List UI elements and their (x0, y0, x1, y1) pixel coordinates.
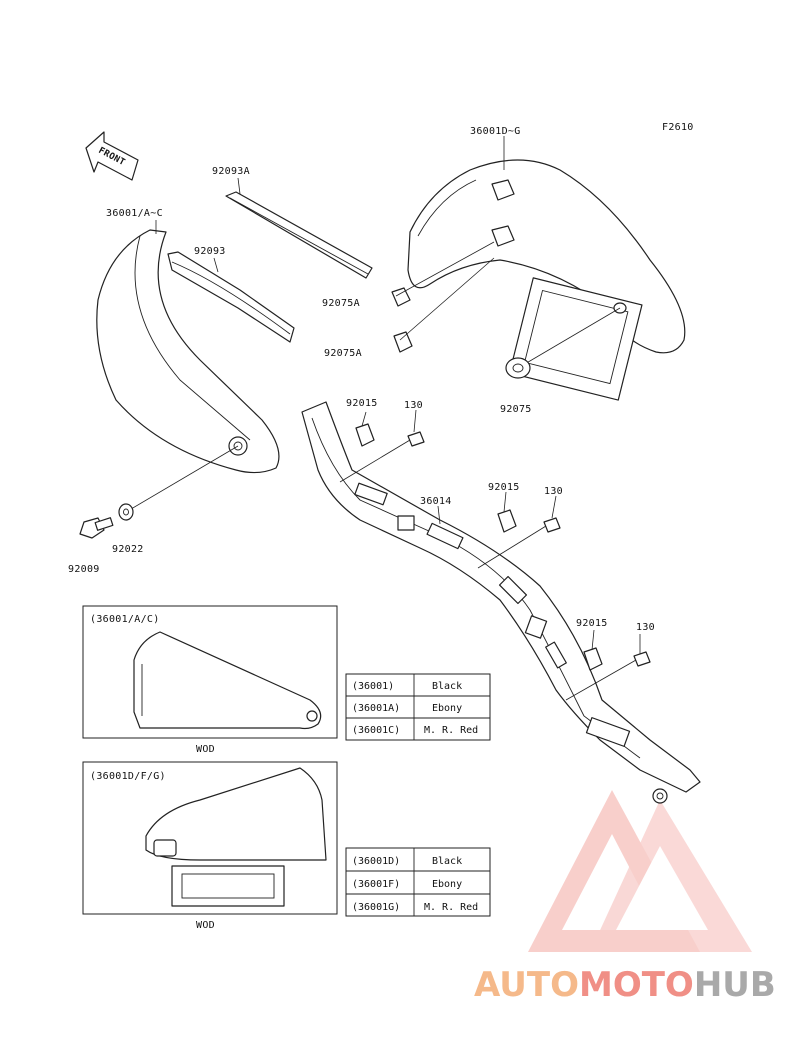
callout-130-1: 130 (404, 400, 423, 411)
variant-2-note: WOD (196, 920, 215, 931)
callout-92009: 92009 (68, 564, 100, 575)
part-92075-grommet (505, 357, 531, 379)
callout-92015-2: 92015 (488, 482, 520, 493)
part-130-bolt-2 (543, 517, 561, 533)
part-92075A-clip-2 (393, 331, 413, 353)
watermark-text: AUTOMOTOHUB (474, 965, 776, 1005)
color-code-36001A: (36001A) (352, 703, 400, 714)
color-name-36001: Black (432, 681, 462, 692)
color-name-36001D: Black (432, 856, 462, 867)
callout-92022: 92022 (112, 544, 144, 555)
color-name-36001F: Ebony (432, 879, 462, 890)
watermark-part-hub: HUB (694, 965, 776, 1005)
part-36001-right-cover (407, 159, 686, 401)
variant-2-label: (36001D/F/G) (90, 771, 166, 782)
part-92009-bolt (79, 517, 114, 539)
color-name-36001A: Ebony (432, 703, 462, 714)
callout-92075: 92075 (500, 404, 532, 415)
svg-text:AUTOMOTOHUB: AUTOMOTOHUB (474, 965, 776, 1005)
part-92022-washer (118, 503, 134, 521)
callout-92075A-1: 92075A (322, 298, 360, 309)
callout-130-3: 130 (636, 622, 655, 633)
callout-92015-1: 92015 (346, 398, 378, 409)
color-name-36001C: M. R. Red (424, 725, 478, 736)
watermark-logo (528, 790, 752, 952)
part-92075A-clip-1 (391, 287, 411, 307)
part-92093 (167, 251, 295, 343)
callout-36001AC: 36001/A~C (106, 208, 163, 219)
part-92015-clipnut-2 (497, 509, 517, 533)
callout-130-2: 130 (544, 486, 563, 497)
callout-36001DG: 36001D~G (470, 126, 521, 137)
front-arrow: FRONT (85, 131, 139, 181)
callout-92093A: 92093A (212, 166, 250, 177)
variant-1-note: WOD (196, 744, 215, 755)
color-code-36001G: (36001G) (352, 902, 400, 913)
color-code-36001C: (36001C) (352, 725, 400, 736)
callout-36014: 36014 (420, 496, 452, 507)
color-code-36001: (36001) (352, 681, 394, 692)
callout-92015-3: 92015 (576, 618, 608, 629)
watermark-part-moto: MOTO (579, 965, 694, 1005)
callout-92075A-2: 92075A (324, 348, 362, 359)
variant-box-2: (36001D/F/G) WOD (82, 761, 338, 931)
color-table-2: (36001D) Black (36001F) Ebony (36001G) M… (345, 847, 491, 917)
figure-code: F2610 (662, 122, 694, 133)
color-name-36001G: M. R. Red (424, 902, 478, 913)
color-table-1: (36001) Black (36001A) Ebony (36001C) M.… (345, 673, 491, 741)
color-code-36001D: (36001D) (352, 856, 400, 867)
part-130-bolt-1 (407, 431, 425, 447)
part-130-bolt-3 (633, 651, 651, 667)
part-92015-clipnut-1 (355, 423, 375, 447)
watermark-part-auto: AUTO (474, 965, 579, 1005)
color-code-36001F: (36001F) (352, 879, 400, 890)
variant-1-label: (36001/A/C) (90, 614, 160, 625)
part-92093A (225, 191, 373, 279)
callout-92093: 92093 (194, 246, 226, 257)
variant-box-1: (36001/A/C) WOD (82, 605, 338, 755)
part-36014-bracket (301, 401, 701, 804)
